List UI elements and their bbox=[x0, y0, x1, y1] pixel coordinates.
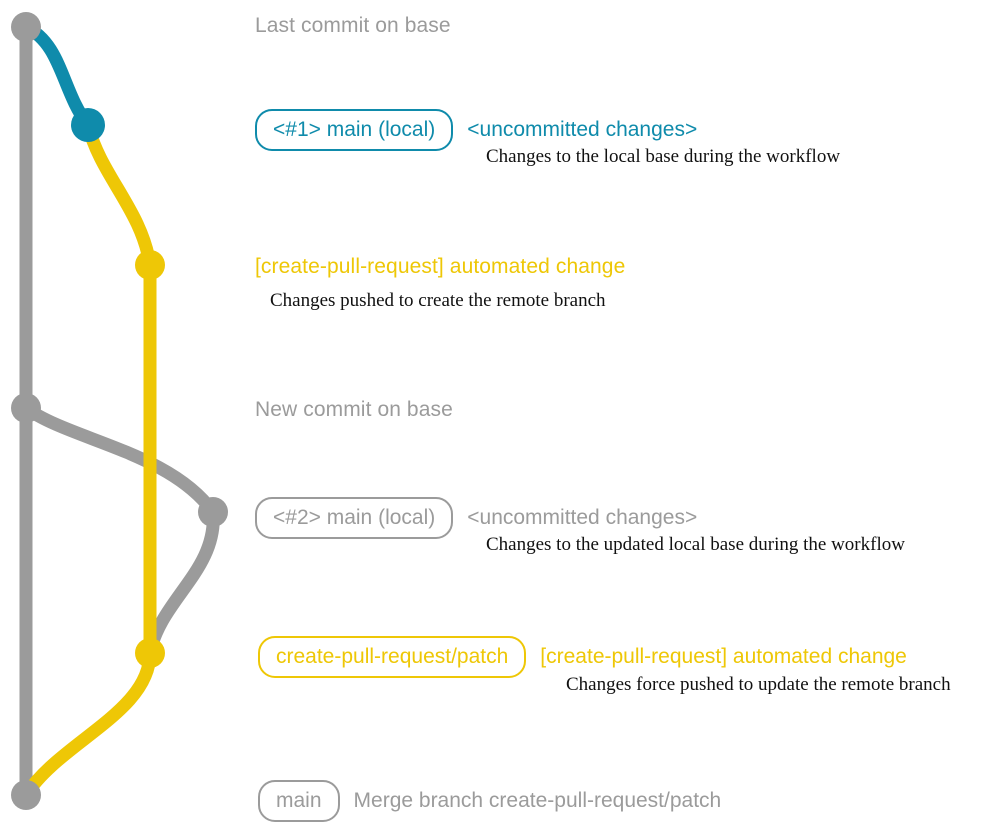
edge-base-to-local2 bbox=[19, 401, 220, 519]
commit-message-patch-2: [create-pull-request] automated change bbox=[540, 645, 907, 668]
commit-node-patch-1[interactable] bbox=[135, 250, 165, 280]
commit-node-last-commit-on-base[interactable] bbox=[11, 12, 41, 42]
commit-message-local-2: <uncommitted changes> bbox=[467, 506, 698, 529]
commit-row-patch-2: create-pull-request/patch [create-pull-r… bbox=[258, 636, 907, 678]
commit-row-local-1: <#1> main (local) <uncommitted changes> bbox=[255, 109, 697, 151]
ref-badge-create-pull-request-patch[interactable]: create-pull-request/patch bbox=[258, 636, 527, 678]
commit-node-local-2[interactable] bbox=[198, 497, 228, 527]
commit-node-new-commit-on-base[interactable] bbox=[11, 393, 41, 423]
commit-description-local-1: Changes to the local base during the wor… bbox=[486, 146, 841, 167]
commit-description-patch-2: Changes force pushed to update the remot… bbox=[566, 674, 951, 695]
commit-node-merge-commit[interactable] bbox=[11, 780, 41, 810]
ref-badge-main-local-2[interactable]: <#2> main (local) bbox=[255, 497, 454, 539]
commit-message-last-commit-on-base: Last commit on base bbox=[255, 14, 451, 37]
commit-row-merge-commit: main Merge branch create-pull-request/pa… bbox=[258, 780, 721, 822]
commit-message-merge-commit: Merge branch create-pull-request/patch bbox=[353, 789, 722, 812]
edge-local1-to-patch1 bbox=[81, 118, 157, 272]
edge-patch2-to-merge bbox=[19, 646, 157, 802]
commit-message-new-commit-on-base: New commit on base bbox=[255, 398, 453, 421]
commit-message-patch-1: [create-pull-request] automated change bbox=[255, 255, 626, 278]
commit-row-local-2: <#2> main (local) <uncommitted changes> bbox=[255, 497, 697, 539]
commit-node-patch-2[interactable] bbox=[135, 638, 165, 668]
ref-badge-main[interactable]: main bbox=[258, 780, 340, 822]
commit-node-local-1[interactable] bbox=[71, 108, 105, 142]
commit-description-patch-1: Changes pushed to create the remote bran… bbox=[270, 290, 606, 311]
commit-description-local-2: Changes to the updated local base during… bbox=[486, 534, 905, 555]
ref-badge-main-local-1[interactable]: <#1> main (local) bbox=[255, 109, 454, 151]
commit-message-local-1: <uncommitted changes> bbox=[467, 118, 698, 141]
